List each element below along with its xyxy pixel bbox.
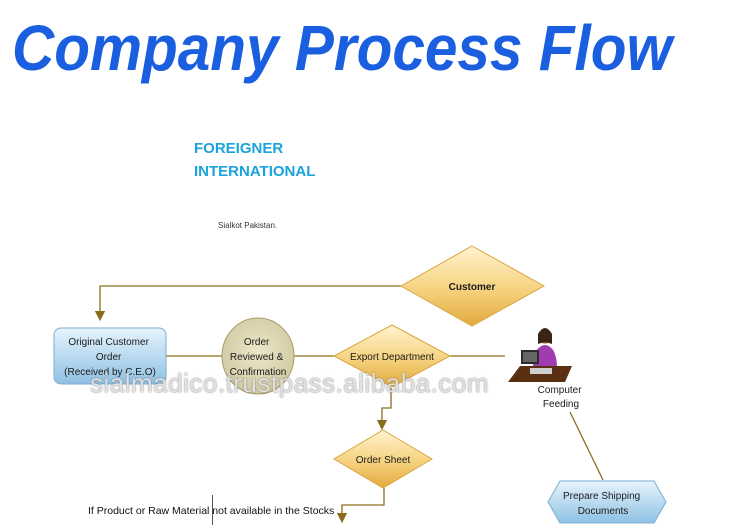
svg-text:Original Customer Order: Original Customer Order (Received by C.E… <box>64 337 156 378</box>
page-title-text: Company Process Flow <box>12 12 676 84</box>
divider-line <box>212 495 213 525</box>
connector-customer-to-order <box>94 285 401 322</box>
connector-ordersheet-down <box>336 488 385 524</box>
svg-text:Order Reviewed & C: Order Reviewed & Confirmation <box>230 337 287 378</box>
company-name: FOREIGNER INTERNATIONAL <box>194 137 315 183</box>
watermark: sialmadico.trustpass.alibaba.com <box>90 368 489 398</box>
original-order-line2: Order <box>96 352 122 363</box>
svg-text:Computer Feeding: Computer Feeding <box>538 385 585 410</box>
connector-computer-to-shipping <box>569 411 604 481</box>
order-reviewed-line1: Order <box>244 337 270 348</box>
computer-feeding-line1: Computer <box>538 385 583 396</box>
prepare-shipping-line1: Prepare Shipping <box>563 491 640 502</box>
prepare-shipping-line2: Documents <box>578 506 629 517</box>
original-customer-order-node: Original Customer Order (Received by C.E… <box>53 327 167 385</box>
svg-text:Prepare Shipping Documen: Prepare Shipping Documents <box>563 491 643 517</box>
original-order-line3: (Received by C.E.O) <box>64 367 156 378</box>
order-sheet-label: Order Sheet <box>356 455 411 466</box>
computer-feeding-node: Computer Feeding <box>508 328 585 410</box>
customer-node: Customer <box>399 245 546 327</box>
company-location: Sialkot Pakistan. <box>218 221 278 230</box>
export-department-node: Export Department <box>332 324 452 388</box>
connectors <box>94 285 604 524</box>
customer-label: Customer <box>449 282 496 293</box>
company-name-line1: FOREIGNER <box>194 140 284 157</box>
company-name-line2: INTERNATIONAL <box>194 163 316 180</box>
export-department-label: Export Department <box>350 352 434 363</box>
person-at-computer-icon <box>508 328 572 382</box>
original-order-line1: Original Customer <box>68 337 149 348</box>
prepare-shipping-node: Prepare Shipping Documents <box>547 480 667 524</box>
connector-export-to-ordersheet <box>376 388 392 431</box>
order-reviewed-line3: Confirmation <box>230 367 287 378</box>
page-title: Company Process Flow <box>12 12 676 84</box>
stock-note: If Product or Raw Material not available… <box>88 505 335 517</box>
order-reviewed-line2: Reviewed & <box>230 352 284 363</box>
computer-feeding-line2: Feeding <box>543 399 579 410</box>
order-sheet-node: Order Sheet <box>333 429 433 489</box>
order-reviewed-node: Order Reviewed & Confirmation <box>221 317 295 395</box>
